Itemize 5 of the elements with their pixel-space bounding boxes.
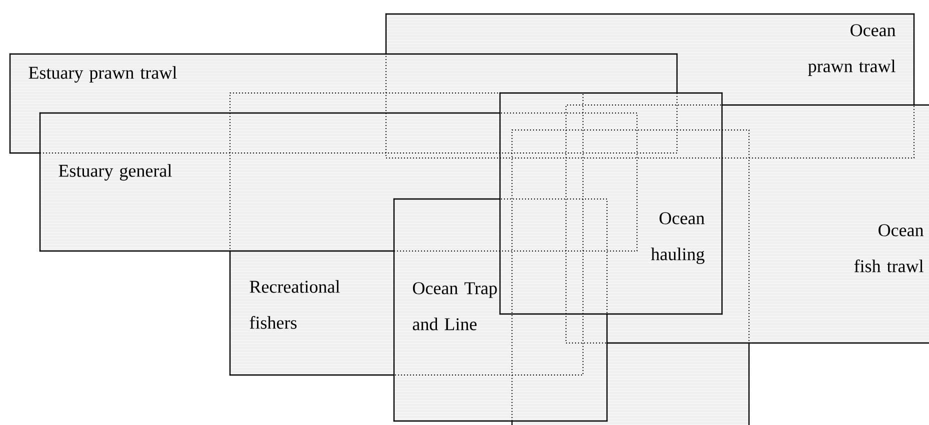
group-box: Ocean Trap and Line — [394, 198, 608, 422]
group-box: Estuary prawn trawl — [10, 54, 678, 154]
group-box: Estuary general — [40, 112, 638, 252]
node-label: Ocean hauling — [650, 212, 705, 264]
group-box: Ocean prawn trawl — [386, 14, 914, 158]
